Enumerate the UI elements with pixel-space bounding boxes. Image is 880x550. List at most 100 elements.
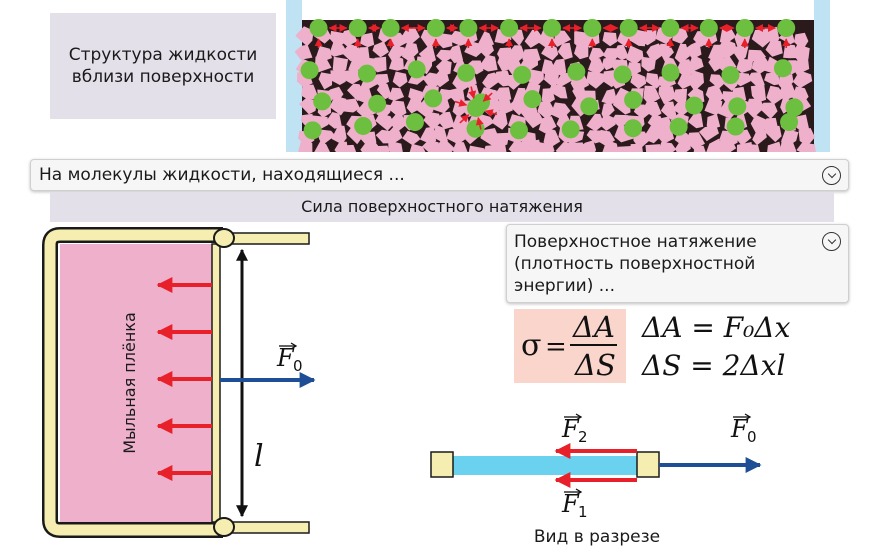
liquid-cell [601, 88, 618, 105]
liquid-cell [507, 45, 526, 64]
liquid-cell [548, 83, 568, 99]
vector-arrow-icon [290, 342, 298, 350]
molecule [348, 19, 367, 37]
molecule [513, 65, 532, 84]
molecule [567, 62, 586, 81]
area-equation: ΔS = 2Δxl [641, 349, 785, 382]
liquid-cell [464, 60, 484, 75]
liquid-cell [780, 138, 797, 152]
liquid-cell [478, 54, 498, 72]
liquid-cell [760, 102, 778, 119]
liquid-cell [493, 132, 510, 146]
liquid-cell [436, 111, 455, 130]
liquid-cell [658, 43, 674, 62]
structure-title: Структура жидкости вблизи поверхности [50, 13, 276, 119]
liquid-cell [719, 138, 737, 152]
liquid-cell [318, 72, 333, 90]
molecule [561, 120, 580, 139]
liquid-cell [765, 40, 783, 57]
molecule [661, 19, 680, 37]
liquid-cell [613, 44, 629, 61]
liquid-cell [752, 128, 767, 146]
molecule [309, 19, 328, 37]
liquid-cell [446, 127, 468, 145]
liquid-cell [388, 100, 407, 118]
soap-film-label: Мыльная плёнка [120, 312, 139, 454]
liquid-cell [508, 140, 529, 152]
liquid-cell [434, 33, 453, 49]
surface-energy-dropdown[interactable]: Поверхностное натяжение (плотность повер… [506, 224, 849, 303]
liquid-cell [375, 145, 390, 152]
molecule [777, 19, 796, 37]
liquid-cell [557, 42, 573, 60]
liquid-cell [388, 140, 403, 152]
liquid-cell [660, 101, 677, 120]
liquid-cell [764, 72, 781, 86]
liquid-cell [736, 58, 754, 74]
liquid-cell [372, 41, 389, 58]
molecule [368, 94, 387, 113]
liquid-cell [388, 55, 404, 71]
molecules-dropdown[interactable]: На молекулы жидкости, находящиеся ... [30, 159, 849, 191]
soap-film [60, 244, 218, 522]
length-label: l [254, 439, 264, 474]
section-title-text: Сила поверхностного натяжения [301, 197, 583, 216]
liquid-cell [657, 125, 675, 144]
chevron-down-icon[interactable] [822, 166, 841, 185]
liquid-cell [330, 70, 347, 85]
liquid-cell [602, 32, 618, 47]
liquid-cell [675, 139, 691, 152]
molecule [785, 98, 804, 117]
liquid-cell [409, 143, 426, 152]
liquid-cell [388, 45, 406, 63]
cross-section-caption: Вид в разрезе [534, 527, 660, 547]
liquid-cell [360, 139, 382, 152]
force-f1-label: F 1 [561, 488, 588, 521]
liquid-cell [299, 98, 318, 115]
liquid-cell [538, 116, 557, 134]
molecule [313, 92, 332, 111]
liquid-cell [316, 129, 336, 146]
liquid-cell [354, 83, 373, 104]
force-symbol: F [561, 415, 580, 443]
sigma-symbol: σ [521, 328, 541, 363]
liquid-cell [688, 54, 704, 73]
cross-section-wire-left [430, 451, 454, 478]
liquid-cell [687, 113, 704, 129]
liquid-cell [433, 138, 455, 152]
cross-section-wire-right [636, 451, 660, 478]
liquid-cell [392, 71, 408, 88]
liquid-cell [588, 57, 605, 75]
liquid-cell [343, 68, 363, 85]
molecule [728, 97, 747, 116]
liquid-cell [657, 141, 677, 152]
liquid-cell [733, 46, 749, 63]
molecule [699, 19, 718, 37]
crossbar-ring-top [213, 228, 235, 248]
force-f0-label: F 0 [276, 342, 303, 375]
bulk-force-arrow [454, 99, 468, 107]
structure-title-text: Структура жидкости вблизи поверхности [68, 45, 258, 87]
liquid-cell [611, 114, 631, 129]
molecule [619, 19, 638, 37]
liquid-cell [447, 30, 466, 46]
liquid-cell [586, 71, 607, 89]
film-tension-arrows [156, 277, 212, 481]
liquid-cell [630, 71, 647, 89]
liquid-cell [645, 72, 660, 89]
liquid-cell [643, 85, 661, 105]
force-f2-label: F 2 [561, 413, 588, 446]
liquid-cell [747, 144, 760, 152]
liquid-cell [766, 85, 785, 105]
molecule [624, 90, 643, 109]
liquid-cell [705, 84, 725, 106]
molecules-dropdown-label: На молекулы жидкости, находящиеся ... [39, 165, 405, 185]
liquid-cell [388, 87, 405, 101]
chevron-down-icon[interactable] [822, 232, 841, 251]
liquid-cell [375, 113, 395, 131]
liquid-cell [314, 56, 332, 73]
liquid-cell [716, 38, 737, 60]
liquid-cell [360, 32, 375, 48]
bulk-force-arrow [482, 92, 493, 102]
